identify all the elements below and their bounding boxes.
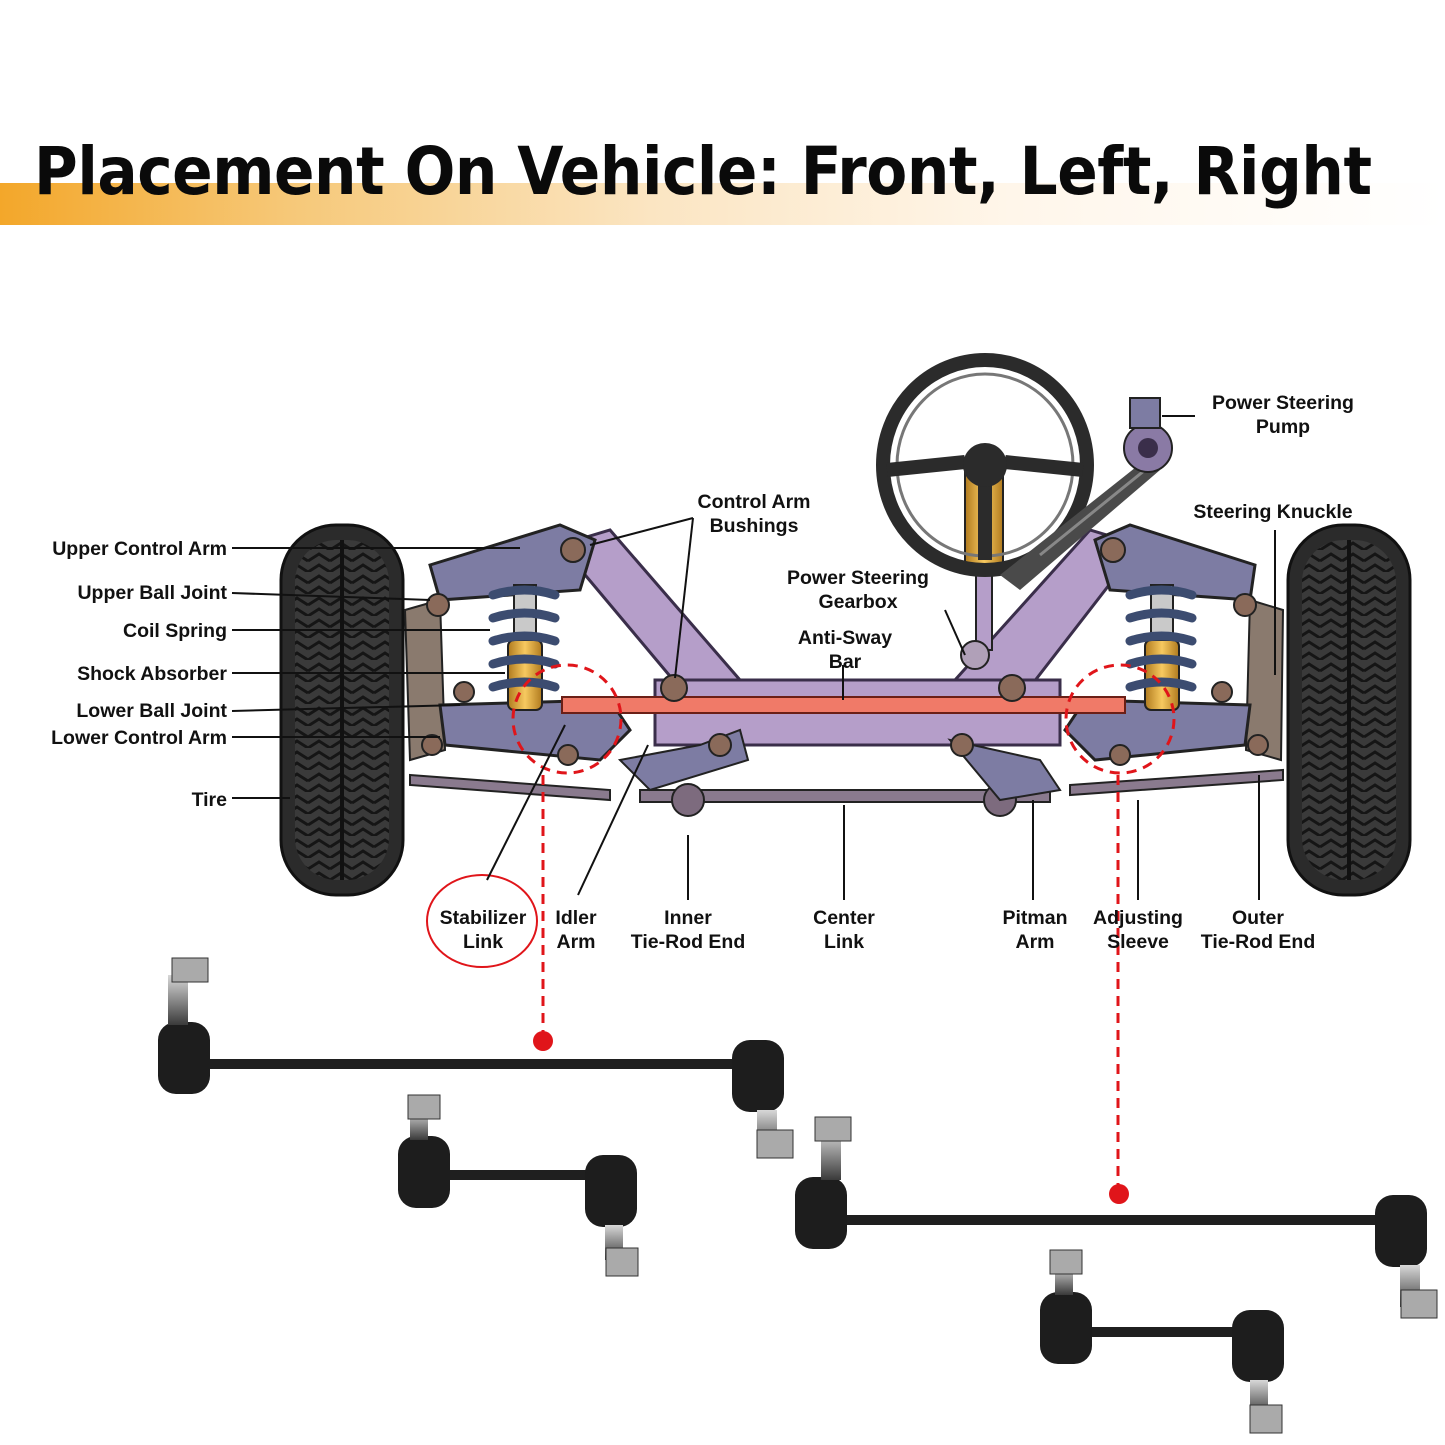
labels-bottom: Stabilizer Link Idler Arm Inner Tie-Rod … — [440, 907, 1316, 953]
right-steering-knuckle — [1244, 598, 1285, 762]
label-pitman-arm-1: Pitman — [1002, 907, 1067, 929]
label-center-link-1: Center — [813, 907, 875, 929]
label-power-steering-gearbox-2: Gearbox — [818, 591, 897, 613]
label-idler-arm-2: Arm — [556, 931, 595, 953]
label-pitman-arm-2: Arm — [1015, 931, 1054, 953]
stabilizer-label-circle — [426, 874, 538, 968]
label-upper-control-arm: Upper Control Arm — [52, 538, 227, 560]
accent-band — [0, 183, 1445, 225]
label-inner-tie-rod-end-1: Inner — [664, 907, 712, 929]
label-stabilizer-link-2: Link — [463, 931, 503, 953]
labels-left: Upper Control Arm Upper Ball Joint Coil … — [51, 538, 227, 811]
label-inner-tie-rod-end-2: Tie-Rod End — [631, 931, 745, 953]
label-stabilizer-link-1: Stabilizer — [440, 907, 527, 929]
right-tire — [1286, 523, 1412, 897]
labels-top: Control Arm Bushings Power Steering Gear… — [697, 392, 1354, 673]
steering-wheel — [876, 353, 1094, 577]
lower-control-arms — [438, 698, 1252, 762]
left-tire — [279, 523, 405, 897]
label-idler-arm-1: Idler — [555, 907, 597, 929]
label-outer-tie-rod-end-1: Outer — [1232, 907, 1284, 929]
label-coil-spring: Coil Spring — [123, 620, 227, 642]
coil-springs — [488, 585, 1197, 692]
label-power-steering-pump-1: Power Steering — [1212, 392, 1354, 414]
label-shock-absorber: Shock Absorber — [77, 663, 227, 685]
label-upper-ball-joint: Upper Ball Joint — [77, 582, 227, 604]
upper-control-arms — [428, 523, 1257, 602]
label-steering-knuckle: Steering Knuckle — [1193, 501, 1352, 523]
label-lower-ball-joint: Lower Ball Joint — [76, 700, 227, 722]
stabilizer-link-product-4 — [1040, 1249, 1284, 1434]
stabilizer-link-product-3 — [795, 1116, 1438, 1319]
label-power-steering-pump-2: Pump — [1256, 416, 1310, 438]
label-adjusting-sleeve-2: Sleeve — [1107, 931, 1169, 953]
label-center-link-2: Link — [824, 931, 864, 953]
label-power-steering-gearbox-1: Power Steering — [787, 567, 929, 589]
page-title: Placement On Vehicle: Front, Left, Right — [34, 133, 1372, 210]
stabilizer-link-product-2 — [398, 1094, 639, 1277]
label-outer-tie-rod-end-2: Tie-Rod End — [1201, 931, 1315, 953]
leader-lines — [231, 415, 1276, 900]
highlight-dot-right — [1109, 1184, 1129, 1204]
label-control-arm-bushings-2: Bushings — [710, 515, 799, 537]
label-adjusting-sleeve-1: Adjusting — [1093, 907, 1183, 929]
bushings — [421, 537, 1269, 766]
label-lower-control-arm: Lower Control Arm — [51, 727, 227, 749]
power-steering-pump — [1000, 397, 1173, 590]
anti-sway-bar — [561, 696, 1126, 714]
label-control-arm-bushings-1: Control Arm — [697, 491, 810, 513]
stabilizer-link-product-1 — [158, 957, 794, 1159]
highlight-dot-left — [533, 1031, 553, 1051]
stabilizer-highlights — [511, 663, 1176, 1185]
label-anti-sway-bar-1: Anti-Sway — [798, 627, 892, 649]
label-tire: Tire — [192, 789, 228, 811]
label-anti-sway-bar-2: Bar — [829, 651, 862, 673]
